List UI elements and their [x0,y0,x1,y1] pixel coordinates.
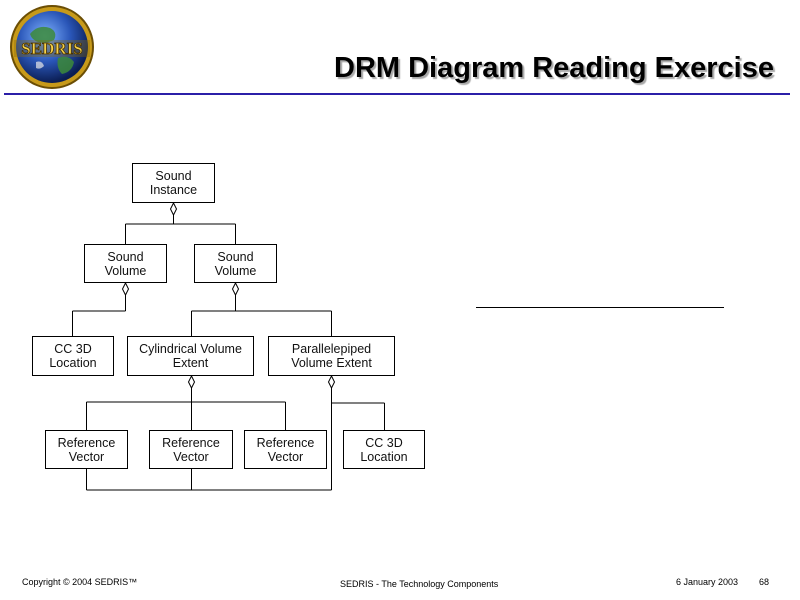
logo-text: SEDRIS [21,39,82,58]
box-parallelepiped-volume-extent: Parallelepiped Volume Extent [268,336,395,376]
box-reference-vector-2: Reference Vector [149,430,233,469]
slide-title: DRM Diagram Reading Exercise [334,52,774,84]
aggregation-diamond-icon [231,281,240,297]
aggregation-diamond-icon [187,374,196,390]
box-reference-vector-1: Reference Vector [45,430,128,469]
footer-page-number: 68 [759,577,770,587]
answer-blank-line [476,307,724,308]
aggregation-diamond-icon [121,281,130,297]
box-sound-volume-left: Sound Volume [84,244,167,283]
aggregation-diamond-icon [169,201,178,217]
footer-date: 6 January 2003 [676,577,739,587]
box-sound-volume-right: Sound Volume [194,244,277,283]
box-reference-vector-3: Reference Vector [244,430,327,469]
footer-copyright: Copyright © 2004 SEDRIS™ [22,577,138,587]
sedris-logo-icon: SEDRIS [10,5,94,89]
box-sound-instance: Sound Instance [132,163,215,203]
aggregation-diamond-icon [327,374,336,390]
box-cc3d-location-right: CC 3D Location [343,430,425,469]
box-cylindrical-volume-extent: Cylindrical Volume Extent [127,336,254,376]
footer-center-text: SEDRIS - The Technology Components [340,579,499,589]
title-divider [4,93,790,95]
box-cc3d-location-left: CC 3D Location [32,336,114,376]
